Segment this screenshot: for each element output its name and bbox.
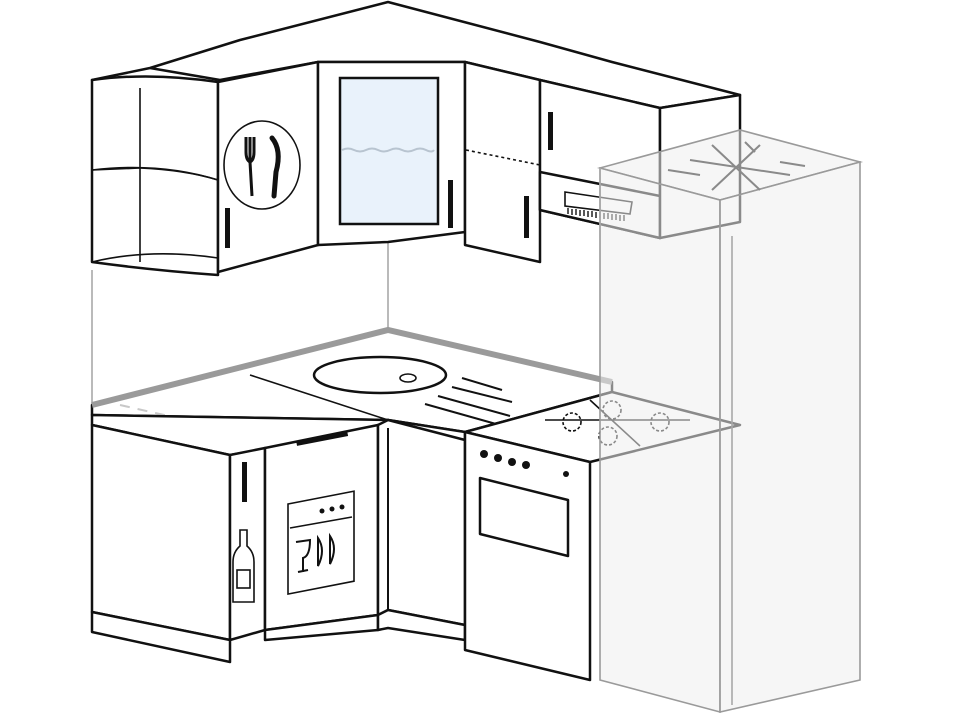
dishwasher-icon [287,490,355,595]
dishwasher [263,423,380,642]
sink-icon [312,355,448,395]
wine-bottle-icon [232,529,255,603]
oven-door [478,476,570,558]
open-shelf-unit [90,75,220,277]
fridge [596,129,864,714]
lower-cabinets [90,413,467,664]
upper-cabinet-cutlery [216,60,320,274]
upper-cabinet-glass [316,60,467,247]
bottle-cabinet [228,446,267,642]
upper-cabinets [90,0,742,277]
lower-cabinet-corner [376,418,467,642]
upper-cabinet-right [463,60,542,264]
oven-knobs [480,450,569,477]
snowflake-icon [667,141,806,191]
fork-knife-icon [223,120,301,210]
corner-walls [91,242,389,405]
drainer-lines [424,377,513,425]
lower-cabinet-left [90,423,232,664]
